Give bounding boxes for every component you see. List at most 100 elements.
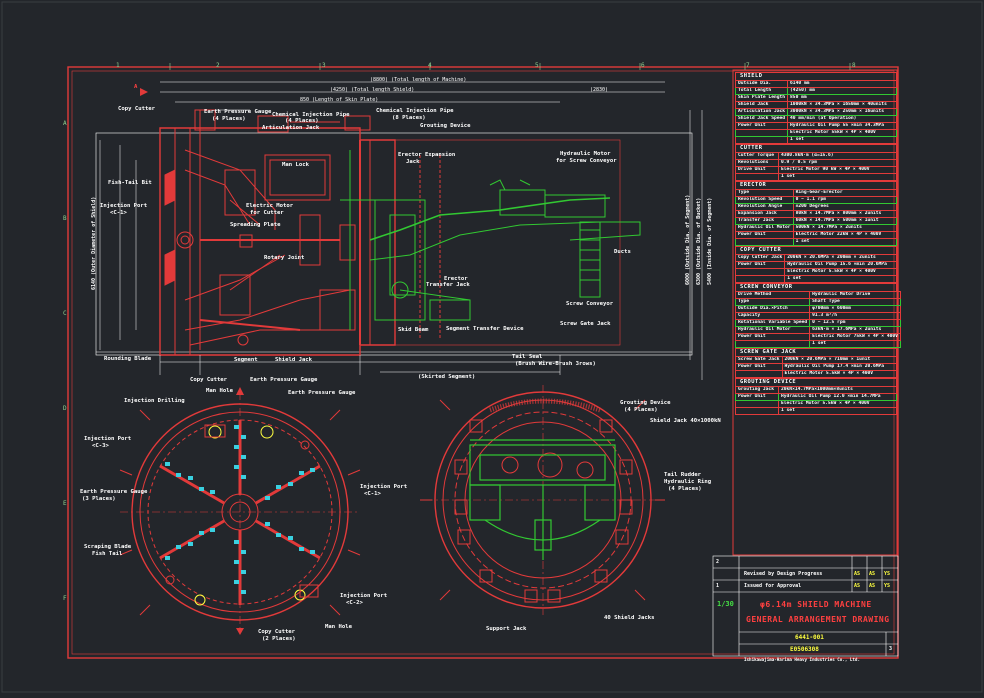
spec-key: Revolution Speed bbox=[735, 196, 794, 204]
label-transfer-jack: Transfer Jack bbox=[426, 282, 470, 288]
spec-key: Power Unit bbox=[734, 333, 811, 341]
spec-row: Electric Motor 5.5kW × 4P × 400V bbox=[735, 400, 897, 408]
dim-tail: (2830) bbox=[590, 87, 609, 93]
rear-view bbox=[425, 385, 660, 615]
spec-value: 0.9 / 0.5 rpm bbox=[778, 159, 897, 167]
rev-sign: AS bbox=[854, 571, 861, 577]
spec-key: Hydraulic Oil Motor bbox=[735, 224, 794, 232]
grid-number: 8 bbox=[852, 62, 856, 69]
spec-value: Hydraulic Oil Pump 17.4 ×min 20.6MPa bbox=[781, 363, 897, 371]
spec-value: Electric Motor 5.5kW × 4P × 400V bbox=[781, 370, 897, 378]
spec-key bbox=[735, 238, 794, 246]
label-injection-port-2: Injection Port bbox=[340, 593, 388, 599]
spec-value: Electric Motor 22kW × 4P × 400V bbox=[792, 231, 898, 239]
dim-shield-length: (4250) (Total length Shield) bbox=[330, 87, 415, 93]
spec-key bbox=[734, 340, 811, 348]
spec-row: 1 set bbox=[734, 136, 897, 144]
spec-key: Shield Jack bbox=[734, 101, 789, 109]
spec-value: ±200 Degrees bbox=[792, 203, 898, 211]
spec-key: Skin Plate Length bbox=[734, 94, 789, 102]
spec-key: Copy Cutter Jack bbox=[734, 254, 786, 262]
spec-key bbox=[734, 275, 786, 283]
label-electric-motor: Electric Motor bbox=[246, 203, 294, 209]
spec-key: Type bbox=[734, 298, 811, 306]
spec-value: 1 set bbox=[809, 340, 901, 348]
label-skid-beam: Skid Beam bbox=[398, 327, 429, 333]
label-rotary-joint: Rotary Joint bbox=[264, 255, 305, 261]
spec-section-head: COPY CUTTER bbox=[735, 246, 897, 254]
label-places: (8 Places) bbox=[392, 115, 426, 121]
grid-letter: D bbox=[63, 405, 67, 412]
spec-value: Hydraulic Motor Drive bbox=[809, 291, 901, 299]
rev-sign: YS bbox=[884, 571, 891, 577]
vlabel-segment-id: 5400 (Inside Dia. of Segment) bbox=[707, 197, 713, 285]
label-earth-pressure-gauge-2: Earth Pressure Gauge bbox=[250, 377, 318, 383]
spec-value: 200kN × 20.6MPa × 200mm × 2units bbox=[784, 254, 897, 262]
spec-key: Transfer Jack bbox=[735, 217, 794, 225]
title-block bbox=[712, 555, 899, 657]
label-chem-injection-1: Chemical Injection Pipe bbox=[272, 112, 350, 118]
label-chem-injection-2: Chemical Injection Pipe bbox=[376, 108, 454, 114]
spec-value: 500kN × 14.7MPa × 2units bbox=[792, 224, 898, 232]
vlabel-segment-od: 6000 (Outside Dia. of Segment) bbox=[685, 194, 691, 285]
dim-skin-plate: 850 (Length of Skin Plate) bbox=[300, 97, 379, 103]
spec-key: Power Unit bbox=[734, 261, 786, 269]
spec-key bbox=[734, 136, 789, 144]
spec-value: 6140 mm bbox=[787, 80, 897, 88]
label-injection-port-code: <C-1> bbox=[110, 210, 127, 216]
spec-key: Power Unit bbox=[735, 393, 779, 401]
spec-value: 91.3 m³/h bbox=[809, 312, 901, 320]
label-segment-transfer: Segment Transfer Device bbox=[446, 326, 524, 332]
label-injection-port-3-code: <C-3> bbox=[92, 443, 109, 449]
rev-sign: YS bbox=[884, 583, 891, 589]
front-view bbox=[120, 392, 360, 632]
spec-key: Screw Gate Jack bbox=[735, 356, 783, 364]
spec-value: 1 set bbox=[778, 407, 897, 415]
label-hydraulic-motor: Hydraulic Motor bbox=[560, 151, 611, 157]
drawing-title-2: GENERAL ARRANGEMENT DRAWING bbox=[746, 615, 890, 624]
grid-number: 4 bbox=[428, 62, 432, 69]
label-segment: Segment bbox=[234, 357, 258, 363]
spec-row: Revolution Angle±200 Degrees bbox=[735, 203, 898, 211]
label-screw-conveyor: Screw Conveyor bbox=[566, 301, 614, 307]
spec-value: 63kN·m × 17.6MPa × 2units bbox=[809, 326, 901, 334]
label-shield-jack: Shield Jack bbox=[275, 357, 313, 363]
spec-row: Outside Dia.6140 mm bbox=[734, 80, 897, 88]
label-earth-pressure-gauge-4: Earth Pressure Gauge bbox=[80, 489, 148, 495]
section-mark-a: A bbox=[134, 84, 138, 90]
label-three-places: (3 Places) bbox=[82, 496, 116, 502]
spec-value: 60kN × 14.7MPa × 500mm × 1unit bbox=[792, 217, 898, 225]
spec-key: Revolutions bbox=[735, 159, 779, 167]
label-two-places: (2 Places) bbox=[262, 636, 296, 642]
drawing-scale: 1/30 bbox=[717, 600, 734, 608]
spec-section-head: SHIELD bbox=[735, 72, 897, 80]
spec-value: Electric Motor 55kW × 4P × 400V bbox=[787, 129, 897, 137]
label-grouting-device: Grouting Device bbox=[420, 123, 471, 129]
rev-sign: AS bbox=[869, 571, 876, 577]
label-man-hole: Man Hole bbox=[206, 388, 233, 394]
spec-value: Electric Motor 5.5kW × 4P × 400V bbox=[784, 268, 897, 276]
spec-key: Power Unit bbox=[734, 122, 789, 130]
rev-mark: 1 bbox=[716, 583, 720, 589]
spec-row: 1 set bbox=[735, 407, 897, 415]
label-copy-cutter: Copy Cutter bbox=[118, 106, 156, 112]
label-four-places: (4 Places) bbox=[624, 407, 658, 413]
rev-sign: AS bbox=[869, 583, 876, 589]
label-man-lock: Man Lock bbox=[282, 162, 309, 168]
spec-value: 3000kN × 34.3MPa × 250mm × 16units bbox=[787, 108, 897, 116]
label-tail-rudder: Tail Rudder bbox=[664, 472, 702, 478]
